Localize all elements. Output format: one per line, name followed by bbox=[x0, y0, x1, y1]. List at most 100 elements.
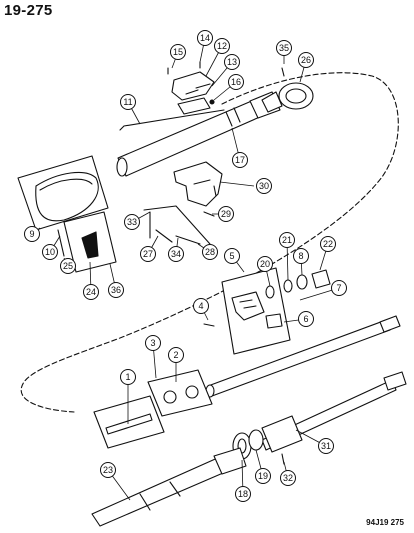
callout-number: 31 bbox=[321, 441, 331, 451]
switch-housing bbox=[171, 71, 215, 115]
callout-number: 29 bbox=[221, 209, 231, 219]
callout-number: 9 bbox=[29, 229, 34, 239]
callout-17: 17 bbox=[232, 152, 248, 168]
lock-housing-cup bbox=[261, 82, 314, 113]
callout-circle bbox=[24, 226, 40, 242]
callout-8: 8 bbox=[293, 248, 309, 264]
callout-circle bbox=[232, 152, 248, 168]
callout-number: 32 bbox=[283, 473, 293, 483]
cover-box bbox=[63, 211, 117, 273]
callout-3: 3 bbox=[145, 335, 161, 351]
callout-25: 25 bbox=[60, 258, 76, 274]
callout-20: 20 bbox=[257, 256, 273, 272]
callout-circle bbox=[193, 298, 209, 314]
callout-circle bbox=[293, 248, 309, 264]
callout-15: 15 bbox=[170, 44, 186, 60]
callout-21: 21 bbox=[279, 232, 295, 248]
callout-number: 13 bbox=[227, 57, 237, 67]
callout-number: 21 bbox=[282, 235, 292, 245]
lock-assembly-box bbox=[221, 267, 291, 355]
callout-number: 27 bbox=[143, 249, 153, 259]
callout-number: 7 bbox=[336, 283, 341, 293]
callout-circle bbox=[202, 244, 218, 260]
callout-27: 27 bbox=[140, 246, 156, 262]
callout-number: 24 bbox=[86, 287, 96, 297]
callout-number: 28 bbox=[205, 247, 215, 257]
callout-circle bbox=[214, 38, 230, 54]
assembly-boundary-dashed bbox=[20, 72, 399, 413]
tilt-lever bbox=[119, 109, 225, 131]
callout-number: 33 bbox=[127, 217, 137, 227]
callout-14: 14 bbox=[197, 30, 213, 46]
callout-number: 34 bbox=[171, 249, 181, 259]
callout-circle bbox=[60, 258, 76, 274]
callout-number: 25 bbox=[63, 261, 73, 271]
callout-circle bbox=[168, 347, 184, 363]
callout-number: 36 bbox=[111, 285, 121, 295]
callout-24: 24 bbox=[83, 284, 99, 300]
callout-circle bbox=[228, 74, 244, 90]
callout-number: 19 bbox=[258, 471, 268, 481]
callout-circle bbox=[298, 52, 314, 68]
callout-number: 3 bbox=[150, 338, 155, 348]
callout-33: 33 bbox=[124, 214, 140, 230]
callout-number: 15 bbox=[173, 47, 183, 57]
callout-circle bbox=[83, 284, 99, 300]
callout-circle bbox=[224, 248, 240, 264]
callout-circle bbox=[255, 468, 271, 484]
page-code: 19-275 bbox=[4, 2, 53, 19]
callout-29: 29 bbox=[218, 206, 234, 222]
callout-32: 32 bbox=[280, 470, 296, 486]
callout-12: 12 bbox=[214, 38, 230, 54]
callout-circle bbox=[320, 236, 336, 252]
callout-2: 2 bbox=[168, 347, 184, 363]
shift-linkage bbox=[143, 205, 211, 245]
coupling-box bbox=[93, 395, 165, 449]
callout-number: 10 bbox=[45, 247, 55, 257]
callout-16: 16 bbox=[228, 74, 244, 90]
callout-34: 34 bbox=[168, 246, 184, 262]
callout-circle bbox=[42, 244, 58, 260]
mounting-bracket bbox=[173, 161, 223, 207]
callout-11: 11 bbox=[120, 94, 136, 110]
callout-number: 4 bbox=[198, 301, 203, 311]
callout-26: 26 bbox=[298, 52, 314, 68]
callout-circle bbox=[224, 54, 240, 70]
callout-number: 16 bbox=[231, 77, 241, 87]
callout-1: 1 bbox=[120, 369, 136, 385]
callout-circle bbox=[168, 246, 184, 262]
callout-number: 18 bbox=[238, 489, 248, 499]
callout-circle bbox=[100, 462, 116, 478]
callout-number: 5 bbox=[229, 251, 234, 261]
reference-code: 94J19 275 bbox=[366, 518, 404, 527]
callout-circle bbox=[197, 30, 213, 46]
callout-number: 2 bbox=[173, 350, 178, 360]
callout-circle bbox=[235, 486, 251, 502]
callout-number: 14 bbox=[200, 33, 210, 43]
callout-10: 10 bbox=[42, 244, 58, 260]
callout-9: 9 bbox=[24, 226, 40, 242]
callout-circle bbox=[108, 282, 124, 298]
callout-31: 31 bbox=[318, 438, 334, 454]
callout-36: 36 bbox=[108, 282, 124, 298]
callout-number: 17 bbox=[235, 155, 245, 165]
callout-circle bbox=[218, 206, 234, 222]
intermediate-shaft bbox=[205, 315, 401, 398]
callout-circle bbox=[318, 438, 334, 454]
callout-22: 22 bbox=[320, 236, 336, 252]
callout-number: 23 bbox=[103, 465, 113, 475]
callout-number: 11 bbox=[123, 97, 132, 107]
callout-number: 35 bbox=[279, 43, 289, 53]
callout-35: 35 bbox=[276, 40, 292, 56]
callout-circle bbox=[257, 256, 273, 272]
callout-number: 26 bbox=[301, 55, 311, 65]
callout-circle bbox=[256, 178, 272, 194]
callout-circle bbox=[124, 214, 140, 230]
column-boot-group bbox=[17, 155, 109, 257]
callout-13: 13 bbox=[224, 54, 240, 70]
steering-shaft bbox=[91, 447, 247, 527]
callout-circle bbox=[120, 94, 136, 110]
